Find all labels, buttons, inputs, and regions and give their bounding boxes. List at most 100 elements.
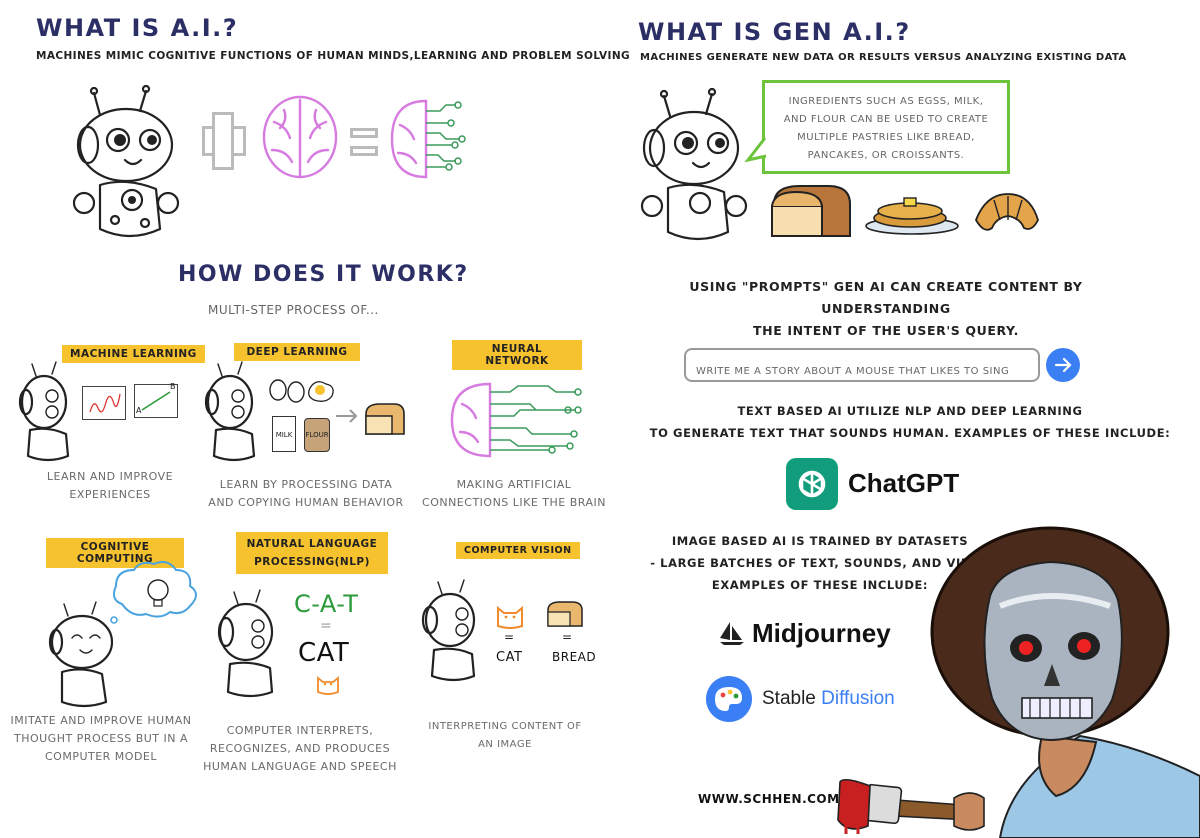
text-ai-line-2: TO GENERATE TEXT THAT SOUNDS HUMAN. EXAM…	[649, 426, 1171, 440]
desc-line: INTERPRETING CONTENT OF	[428, 721, 582, 732]
milk-label: MILK	[275, 431, 293, 439]
right-subtitle: MACHINES GENERATE NEW DATA OR RESULTS VE…	[640, 52, 1127, 63]
prompts-line-1: USING "PROMPTS" GEN AI CAN CREATE CONTEN…	[689, 279, 1083, 316]
cv-cat: CAT	[496, 650, 523, 665]
desc-line: MAKING ARTIFICIAL	[456, 478, 572, 491]
desc-line: CONNECTIONS LIKE THE BRAIN	[422, 496, 606, 509]
brain-icon	[262, 95, 338, 179]
desc-line: IMITATE AND IMPROVE HUMAN	[10, 714, 192, 727]
croissant-icon	[975, 193, 1039, 231]
how-title: HOW DOES IT WORK?	[178, 262, 469, 287]
ml-squiggle	[89, 393, 121, 413]
desc-line: AND COPYING HUMAN BEHAVIOR	[208, 496, 404, 509]
text-ai-desc: TEXT BASED AI UTILIZE NLP AND DEEP LEARN…	[640, 400, 1180, 444]
desc-line: LEARN BY PROCESSING DATA	[219, 478, 393, 491]
prompts-line-2: THE INTENT OF THE USER'S QUERY.	[753, 323, 1019, 338]
step-label-computer-vision: COMPUTER VISION	[456, 542, 580, 559]
bread-icon	[547, 601, 583, 627]
prompt-input[interactable]: WRITE ME A STORY ABOUT A MOUSE THAT LIKE…	[684, 348, 1040, 382]
left-title: WHAT IS A.I.?	[36, 14, 239, 42]
website-link[interactable]: WWW.SCHHEN.COM	[698, 792, 840, 806]
image-ai-line-3: EXAMPLES OF THESE INCLUDE:	[711, 578, 929, 592]
cat-icon	[497, 605, 523, 629]
brain-circuit-icon	[390, 99, 466, 179]
nlp-cat-letters: C-A-T	[294, 590, 359, 618]
robot-side-icon	[217, 589, 274, 698]
desc-line: HUMAN LANGUAGE AND SPEECH	[203, 760, 397, 773]
sd-diffusion: Diffusion	[821, 688, 895, 709]
step-desc-neural-network: MAKING ARTIFICIAL CONNECTIONS LIKE THE B…	[414, 476, 614, 512]
equals-icon	[350, 128, 378, 138]
step-desc-deep-learning: LEARN BY PROCESSING DATA AND COPYING HUM…	[196, 476, 416, 512]
chatgpt-name: ChatGPT	[848, 468, 960, 498]
step-label-deep-learning: DEEP LEARNING	[234, 343, 360, 361]
step-label-nlp: NATURAL LANGUAGE PROCESSING(NLP)	[236, 532, 388, 574]
text-ai-line-1: TEXT BASED AI UTILIZE NLP AND DEEP LEARN…	[737, 404, 1083, 418]
eggs-icon	[269, 379, 334, 403]
cv-bread: BREAD	[552, 650, 597, 664]
right-title: WHAT IS GEN A.I.?	[638, 18, 911, 46]
robot-side-icon	[421, 579, 476, 682]
desc-line: COMPUTER INTERPRETS,	[226, 724, 374, 737]
bubble-tail	[744, 137, 767, 163]
image-ai-desc: IMAGE BASED AI IS TRAINED BY DATASETS - …	[640, 530, 1000, 596]
bubble-line: AND FLOUR CAN BE USED TO CREATE	[783, 114, 989, 125]
robot-illustration	[640, 87, 748, 241]
sd-stable: Stable	[762, 688, 822, 709]
step-label-neural-network: NEURAL NETWORK	[452, 340, 582, 370]
arrow-right-icon	[1054, 357, 1072, 373]
flour-label: FLOUR	[305, 431, 329, 439]
equals-icon-2	[350, 146, 378, 156]
ml-arrow	[141, 391, 171, 411]
desc-line: EXPERIENCES	[69, 488, 151, 501]
step-desc-machine-learning: LEARN AND IMPROVE EXPERIENCES	[20, 468, 200, 504]
how-subtitle: MULTI-STEP PROCESS OF...	[208, 303, 379, 317]
speech-bubble: INGREDIENTS SUCH AS EGSS, MILK, AND FLOU…	[762, 80, 1010, 174]
neural-brain-icon	[450, 382, 582, 458]
bread-icon	[771, 185, 851, 237]
robot-illustration	[72, 84, 180, 238]
ml-chart-2	[134, 384, 178, 418]
nlp-equals: =	[320, 618, 332, 634]
nlp-cat-word: CAT	[298, 638, 350, 668]
robot-small-icon	[18, 361, 70, 462]
flour-bag: FLOUR	[304, 418, 330, 452]
palette-icon	[715, 687, 742, 711]
bubble-line: INGREDIENTS SUCH AS EGSS, MILK,	[788, 96, 984, 107]
paintbrush-icon	[837, 778, 985, 834]
desc-line: AN IMAGE	[478, 739, 532, 750]
image-ai-line-2: - LARGE BATCHES OF TEXT, SOUNDS, AND VID…	[650, 556, 990, 570]
bread-icon	[365, 403, 405, 435]
cat-icon	[317, 676, 339, 695]
thought-cloud-icon	[110, 561, 197, 624]
label-line: PROCESSING(NLP)	[254, 556, 370, 568]
ml-a: A	[136, 406, 142, 415]
step-label-machine-learning: MACHINE LEARNING	[62, 345, 205, 363]
bubble-line: MULTIPLE PASTRIES LIKE BREAD,	[797, 132, 975, 143]
desc-line: RECOGNIZES, AND PRODUCES	[209, 742, 391, 755]
desc-line: THOUGHT PROCESS BUT IN A	[13, 732, 189, 745]
arrow-right-icon	[336, 409, 358, 423]
desc-line: LEARN AND IMPROVE	[46, 470, 174, 483]
image-ai-line-1: IMAGE BASED AI IS TRAINED BY DATASETS	[671, 534, 969, 548]
step-desc-cv: INTERPRETING CONTENT OF AN IMAGE	[420, 718, 590, 754]
midjourney-icon	[720, 622, 744, 645]
openai-icon	[798, 470, 826, 498]
step-desc-cognitive: IMITATE AND IMPROVE HUMAN THOUGHT PROCES…	[6, 712, 196, 766]
send-button[interactable]	[1046, 348, 1080, 382]
milk-carton: MILK	[272, 416, 296, 452]
left-subtitle: MACHINES MIMIC COGNITIVE FUNCTIONS OF HU…	[36, 50, 631, 62]
stable-diffusion-name: Stable Diffusion	[762, 688, 895, 710]
ml-chart-1	[82, 386, 126, 420]
plus-icon-v	[212, 112, 234, 170]
label-line: NATURAL LANGUAGE	[246, 538, 378, 550]
chatgpt-logo	[786, 458, 838, 510]
step-desc-nlp: COMPUTER INTERPRETS, RECOGNIZES, AND PRO…	[200, 722, 400, 776]
ml-b: B	[170, 382, 176, 391]
pancakes-icon	[865, 197, 959, 235]
cv-equals-2: =	[562, 630, 573, 644]
prompts-text: USING "PROMPTS" GEN AI CAN CREATE CONTEN…	[626, 276, 1146, 342]
prompt-input-text: WRITE ME A STORY ABOUT A MOUSE THAT LIKE…	[696, 366, 1010, 377]
robot-happy-icon	[48, 601, 114, 708]
stable-diffusion-logo	[706, 676, 752, 722]
